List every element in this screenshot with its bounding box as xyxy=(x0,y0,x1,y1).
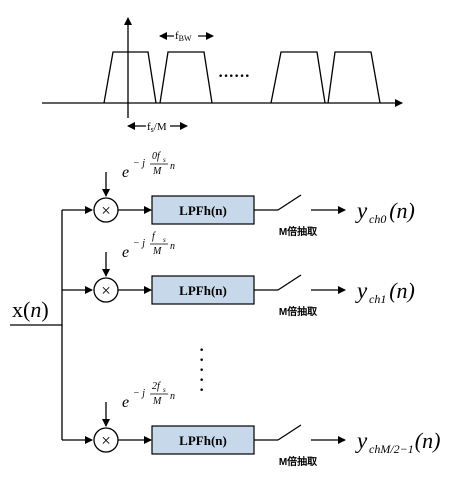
spacing-label: fs/M xyxy=(147,121,167,134)
spectrum-band-3 xyxy=(327,51,381,104)
output-y: y xyxy=(355,428,368,453)
lowpass-filter-box xyxy=(151,425,255,455)
spectrum-band-2 xyxy=(270,51,326,104)
decimation-switch xyxy=(277,194,302,211)
bandwidth-label: fBW xyxy=(175,30,192,43)
exponent-numerator: 2f xyxy=(152,381,161,392)
spectrum-plot: ······ fBW fs/M xyxy=(42,17,403,134)
exponent-numerator: 0f xyxy=(152,151,161,162)
exponent-prefix: − j xyxy=(133,238,145,249)
exponent-denominator: M xyxy=(152,246,162,257)
mixer-exponent-label: e xyxy=(122,164,129,181)
spectrum-ellipsis: ······ xyxy=(218,68,250,85)
lowpass-filter-box xyxy=(151,275,255,305)
exponent-denominator: M xyxy=(152,166,162,177)
exponent-suffix: n xyxy=(170,161,175,172)
decimation-switch xyxy=(277,424,302,441)
exponent-suffix: n xyxy=(170,241,175,252)
output-y: y xyxy=(355,278,368,303)
exponent-suffix: n xyxy=(170,391,175,402)
mixer-exponent-label: e xyxy=(122,244,129,261)
mixer-symbol: × xyxy=(101,201,111,220)
output-subscript: chM/2−1 xyxy=(369,442,414,456)
decimation-label: M倍抽取 xyxy=(279,305,318,318)
output-subscript: ch0 xyxy=(369,212,386,226)
filter-label: LPFh(n) xyxy=(179,433,227,448)
exponent-prefix: − j xyxy=(133,158,145,169)
exponent-denominator: M xyxy=(152,396,162,407)
input-label: x(n) xyxy=(12,297,49,322)
spectrum-band-0 xyxy=(103,51,157,104)
mixer-exponent-label: e xyxy=(122,394,129,411)
output-subscript: ch1 xyxy=(369,292,386,306)
decimation-switch xyxy=(277,274,302,291)
mixer-symbol: × xyxy=(101,431,111,450)
output-argument: (n) xyxy=(415,428,441,453)
spectrum-band-1 xyxy=(159,51,213,104)
exponent-numerator-sub: s xyxy=(163,236,166,244)
output-argument: (n) xyxy=(389,278,415,303)
lowpass-filter-box xyxy=(151,195,255,225)
output-argument: (n) xyxy=(389,198,415,223)
decimation-label: M倍抽取 xyxy=(279,225,318,238)
input-bus: x(n) xyxy=(10,210,63,440)
mixer-symbol: × xyxy=(101,281,111,300)
exponent-prefix: − j xyxy=(133,388,145,399)
exponent-numerator: f xyxy=(152,231,156,242)
filter-label: LPFh(n) xyxy=(179,283,227,298)
decimation-label: M倍抽取 xyxy=(279,455,318,468)
output-y: y xyxy=(355,198,368,223)
exponent-numerator-sub: s xyxy=(163,156,166,164)
exponent-numerator-sub: s xyxy=(163,386,166,394)
vertical-ellipsis: ····· xyxy=(199,342,204,399)
filter-label: LPFh(n) xyxy=(179,203,227,218)
